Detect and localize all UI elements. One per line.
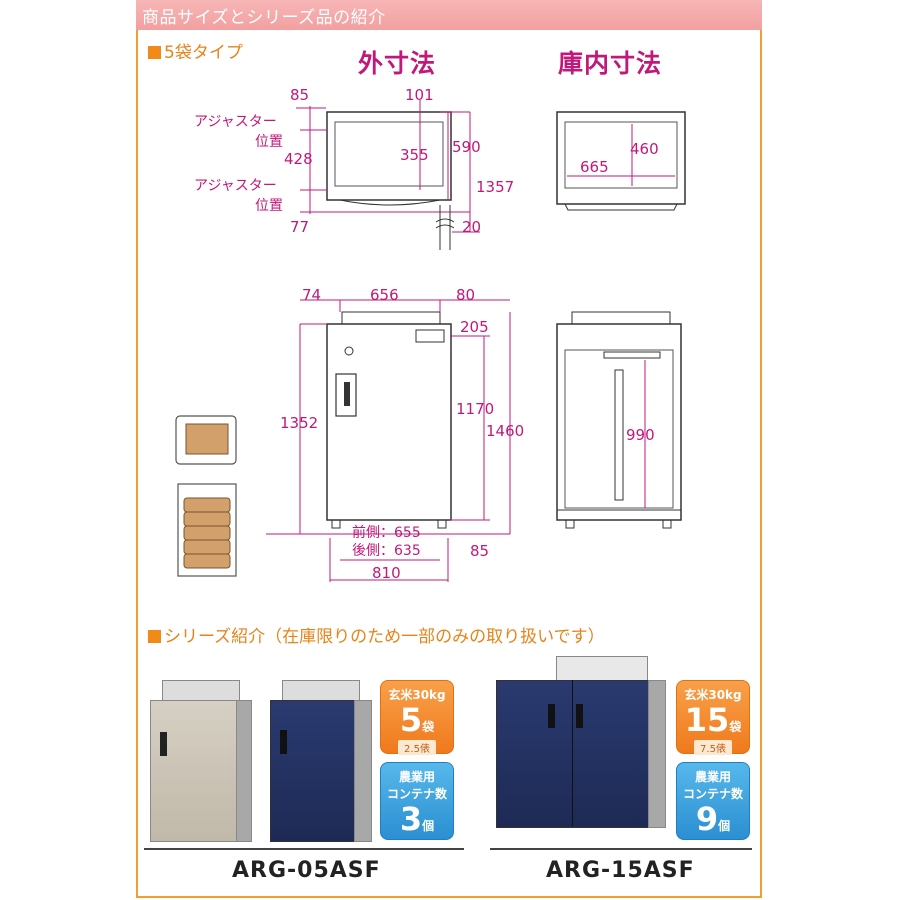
divider-product-1: [144, 848, 464, 850]
dim-80: 80: [456, 286, 475, 304]
dim-1170: 1170: [456, 400, 494, 418]
content-frame: [136, 0, 762, 898]
adjuster-label-2-line1: アジャスター: [194, 178, 277, 194]
title-outer-dimensions: 外寸法: [358, 49, 437, 78]
badge-container-05: 農業用 コンテナ数 3個: [380, 762, 454, 840]
model-name-05: ARG-05ASF: [232, 858, 381, 883]
dim-460: 460: [630, 140, 659, 158]
adjuster-label-1-line2: 位置: [255, 134, 283, 150]
title-inner-dimensions: 庫内寸法: [558, 49, 663, 78]
badge-rice-05: 玄米30kg 5袋 2.5俵: [380, 680, 454, 755]
section-label-5bag: 5袋タイプ: [148, 38, 243, 63]
model-name-15: ARG-15ASF: [546, 858, 695, 883]
header-bar: 商品サイズとシリーズ品の紹介: [136, 0, 762, 30]
product-image-navy-small: [270, 680, 372, 842]
adjuster-rear: 後側：635: [352, 543, 421, 559]
dim-85-bottom: 85: [470, 542, 489, 560]
badge-rice-15: 玄米30kg 15袋 7.5俵: [676, 680, 750, 755]
product-image-beige: [150, 680, 252, 842]
section-label-series: シリーズ紹介（在庫限りのため一部のみの取り扱いです）: [148, 622, 605, 647]
dim-810: 810: [372, 564, 401, 582]
dim-77: 77: [290, 218, 309, 236]
dim-20: 20: [462, 218, 481, 236]
dim-205: 205: [460, 318, 489, 336]
dim-74: 74: [302, 286, 321, 304]
dim-85-top: 85: [290, 86, 309, 104]
dim-1357: 1357: [476, 178, 514, 196]
divider-product-2: [490, 848, 752, 850]
adjuster-front: 前側：655: [352, 524, 421, 541]
badge-container-15: 農業用 コンテナ数 9個: [676, 762, 750, 840]
product-image-navy-large: [496, 656, 666, 834]
dim-428: 428: [284, 150, 313, 168]
adjuster-label-2-line2: 位置: [255, 198, 283, 214]
dim-1352: 1352: [280, 414, 318, 432]
dim-990: 990: [626, 426, 655, 444]
dim-656: 656: [370, 286, 399, 304]
dim-590: 590: [452, 138, 481, 156]
adjuster-label-1-line1: アジャスター: [194, 114, 277, 130]
dimension-diagram: 85 101 アジャスター 位置 428 355 590 1357 アジャスター…: [175, 86, 686, 582]
dim-1460: 1460: [486, 422, 524, 440]
header-title: 商品サイズとシリーズ品の紹介: [142, 8, 386, 28]
dim-355: 355: [400, 146, 429, 164]
dim-101: 101: [405, 86, 434, 104]
dim-665: 665: [580, 158, 609, 176]
